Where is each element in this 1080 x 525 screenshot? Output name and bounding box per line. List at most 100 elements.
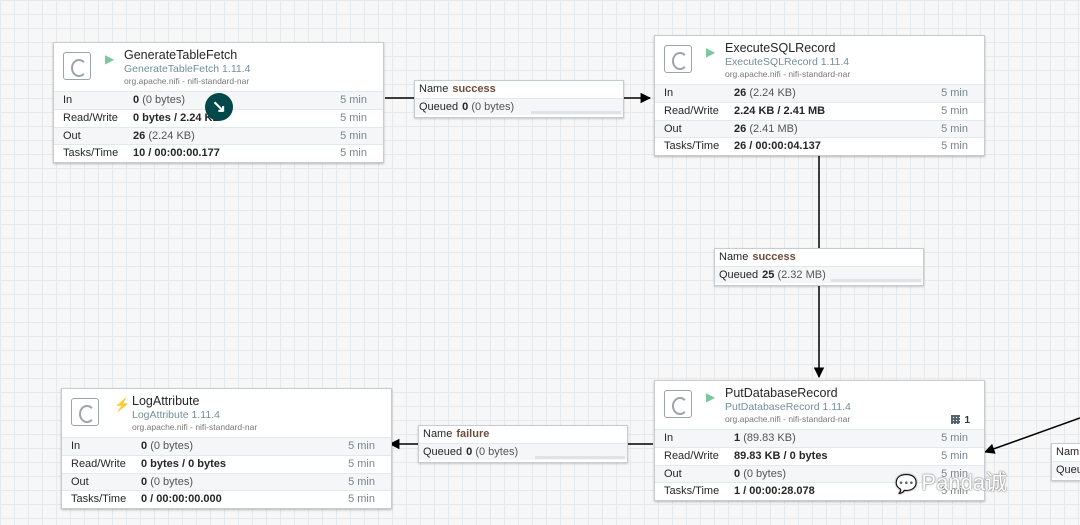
stat-row-out: Out 0 (0 bytes) 5 min — [62, 472, 391, 491]
queue-bar — [531, 111, 621, 114]
stat-window: 5 min — [340, 94, 367, 106]
processor-type: ExecuteSQLRecord 1.11.4 — [725, 56, 850, 68]
stat-window: 5 min — [941, 122, 968, 135]
stat-value: 0 bytes / 0 bytes — [141, 457, 226, 470]
stat-value: 26 (2.41 MB) — [734, 122, 798, 135]
stat-row-in: In 1 (89.83 KB) 5 min — [655, 429, 984, 447]
stat-row-out: Out 26 (2.41 MB) 5 min — [655, 119, 984, 138]
queue-bar — [831, 279, 921, 282]
connection-name-row: Nam — [1056, 446, 1080, 458]
stat-value: 26 (2.24 KB) — [734, 87, 796, 99]
processor-bundle: org.apache.nifi - nifi-standard-nar — [124, 76, 250, 86]
stat-row-tasks-time: Tasks/Time 10 / 00:00:00.177 5 min — [54, 144, 383, 162]
processor-header: ⚡ LogAttribute LogAttribute 1.11.4 org.a… — [62, 389, 391, 437]
processor-logo-icon — [63, 52, 91, 80]
play-icon: ▶ — [105, 52, 115, 66]
stat-window: 5 min — [348, 493, 375, 506]
stat-value: 89.83 KB / 0 bytes — [734, 449, 828, 462]
stat-window: 5 min — [941, 467, 968, 480]
stopped-icon: ⚡ — [114, 397, 131, 412]
processor-logo-icon — [664, 390, 692, 418]
stat-row-read-write: Read/Write 89.83 KB / 0 bytes 5 min — [655, 446, 984, 465]
stat-label: Out — [664, 467, 682, 480]
stat-label: In — [664, 87, 674, 99]
stat-label: In — [71, 440, 81, 452]
watermark: 💬Panda诚 — [895, 470, 1008, 495]
processor-put-database-record[interactable]: ▶ PutDatabaseRecord PutDatabaseRecord 1.… — [654, 380, 985, 501]
stat-label: Tasks/Time — [63, 147, 119, 160]
stat-window: 5 min — [348, 440, 375, 452]
connection-label-partial[interactable]: Nam Queu — [1051, 443, 1080, 481]
stat-row-in: In 0 (0 bytes) 5 min — [62, 437, 391, 455]
stat-window: 5 min — [941, 87, 968, 99]
stat-window: 5 min — [348, 475, 375, 488]
processor-type: GenerateTableFetch 1.11.4 — [124, 63, 251, 75]
stat-value: 0 (0 bytes) — [141, 440, 193, 452]
stat-value: 2.24 KB / 2.41 MB — [734, 104, 826, 117]
stat-label: Out — [664, 122, 682, 135]
stat-label: Tasks/Time — [71, 493, 127, 506]
stat-label: In — [664, 432, 674, 444]
connection-line-external-put — [984, 417, 1080, 454]
stat-window: 5 min — [340, 147, 367, 160]
processor-type: LogAttribute 1.11.4 — [132, 409, 220, 421]
processor-bundle: org.apache.nifi - nifi-standard-nar — [725, 69, 851, 79]
stat-value: 0 (0 bytes) — [734, 467, 786, 480]
processor-header: ▶ ExecuteSQLRecord ExecuteSQLRecord 1.11… — [655, 36, 984, 84]
stat-label: In — [63, 94, 73, 106]
processor-name: ExecuteSQLRecord — [725, 41, 836, 55]
processor-header: ▶ PutDatabaseRecord PutDatabaseRecord 1.… — [655, 381, 984, 429]
stat-window: 5 min — [941, 140, 968, 153]
stat-label: Read/Write — [664, 449, 719, 462]
stat-row-out: Out 0 (0 bytes) 5 min — [655, 464, 984, 483]
stat-value: 1 (89.83 KB) — [734, 432, 796, 444]
threads-grid-icon — [951, 415, 961, 424]
play-icon: ▶ — [706, 45, 716, 59]
stat-label: Read/Write — [664, 104, 719, 117]
processor-name: GenerateTableFetch — [124, 48, 238, 62]
stat-value: 26 (2.24 KB) — [133, 129, 195, 142]
stat-row-tasks-time: Tasks/Time 1 / 00:00:28.078 5 min — [655, 482, 984, 500]
stat-value: 0 / 00:00:00.000 — [141, 493, 222, 506]
stat-window: 5 min — [941, 432, 968, 444]
active-threads-badge: 1 — [951, 415, 970, 426]
processor-logo-icon — [71, 398, 99, 426]
terminate-icon[interactable]: ↘ — [205, 93, 233, 121]
chat-bubble-icon: 💬 — [895, 474, 918, 494]
stat-window: 5 min — [348, 457, 375, 470]
stat-value: 10 / 00:00:00.177 — [133, 147, 220, 160]
processor-log-attribute[interactable]: ⚡ LogAttribute LogAttribute 1.11.4 org.a… — [61, 388, 392, 509]
stat-window: 5 min — [340, 129, 367, 142]
stat-window: 5 min — [941, 449, 968, 462]
stat-window: 5 min — [941, 485, 968, 498]
queue-bar — [535, 456, 625, 459]
stat-value: 0 bytes / 2.24 KB — [133, 111, 221, 124]
processor-header: ▶ GenerateTableFetch GenerateTableFetch … — [54, 43, 383, 91]
stat-value: 0 (0 bytes) — [133, 94, 185, 106]
play-icon: ▶ — [706, 390, 716, 404]
stat-window: 5 min — [340, 111, 367, 124]
stat-label: Out — [71, 475, 89, 488]
stat-label: Out — [63, 129, 81, 142]
stat-value: 0 (0 bytes) — [141, 475, 193, 488]
processor-logo-icon — [664, 45, 692, 73]
stat-label: Tasks/Time — [664, 485, 720, 498]
stat-label: Tasks/Time — [664, 140, 720, 153]
processor-execute-sql-record[interactable]: ▶ ExecuteSQLRecord ExecuteSQLRecord 1.11… — [654, 35, 985, 156]
processor-bundle: org.apache.nifi - nifi-standard-nar — [725, 414, 851, 424]
processor-bundle: org.apache.nifi - nifi-standard-nar — [132, 422, 258, 432]
stat-row-out: Out 26 (2.24 KB) 5 min — [54, 126, 383, 145]
stat-label: Read/Write — [63, 111, 118, 124]
stat-value: 1 / 00:00:28.078 — [734, 485, 815, 498]
